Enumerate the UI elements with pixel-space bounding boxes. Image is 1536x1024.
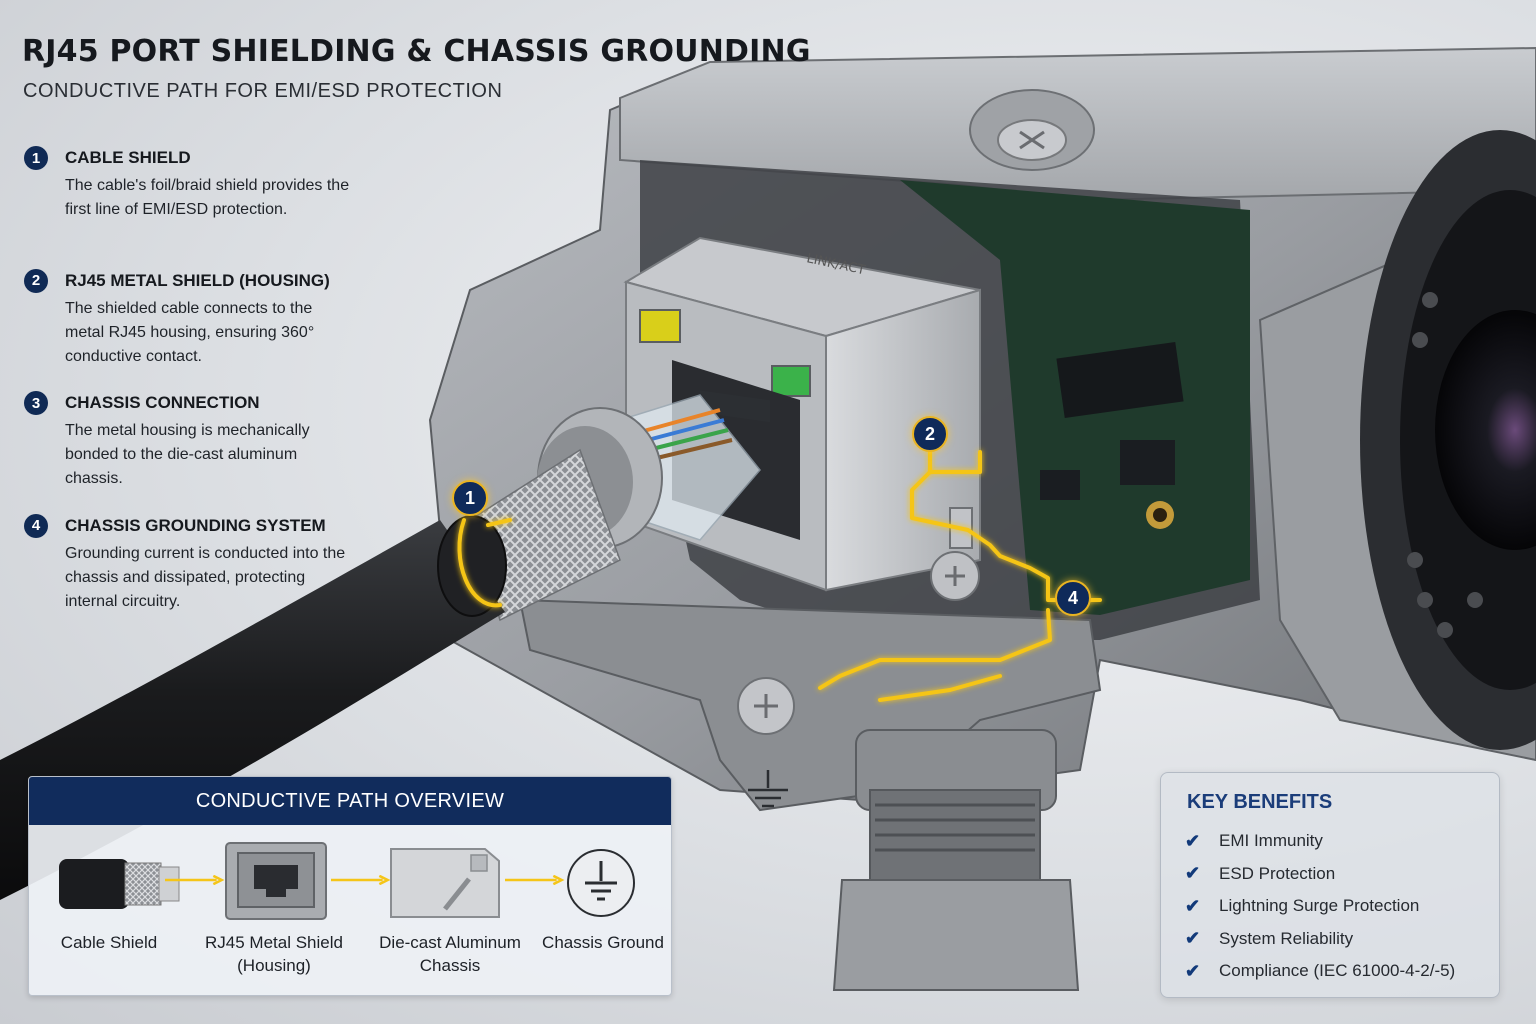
benefit-label: EMI Immunity	[1219, 831, 1323, 851]
page-subtitle: CONDUCTIVE PATH FOR EMI/ESD PROTECTION	[23, 80, 503, 102]
ground-symbol-mark	[748, 770, 788, 808]
overview-node-label: Die-cast Aluminum Chassis	[379, 933, 521, 975]
benefit-label: System Reliability	[1219, 928, 1354, 948]
arrow-right-icon	[165, 875, 225, 885]
checkmark-icon: ✔	[1185, 960, 1201, 981]
step-number-badge: 3	[24, 391, 48, 415]
checkmark-icon: ✔	[1185, 830, 1201, 851]
overview-node-label: RJ45 Metal Shield (Housing)	[205, 933, 343, 975]
callout-badge-1: 1	[452, 480, 488, 516]
ground-symbol-icon	[567, 849, 635, 917]
benefit-item: ✔ Compliance (IEC 61000-4-2/-5)	[1185, 955, 1455, 988]
benefit-item: ✔ EMI Immunity	[1185, 825, 1455, 858]
step-item: 1 CABLE SHIELD The cable's foil/braid sh…	[24, 144, 354, 267]
chassis-block-icon	[390, 848, 500, 918]
benefit-item: ✔ Lightning Surge Protection	[1185, 890, 1455, 923]
checkmark-icon: ✔	[1185, 928, 1201, 949]
callout-badge-2: 2	[912, 416, 948, 452]
benefit-label: Compliance (IEC 61000-4-2/-5)	[1219, 961, 1456, 981]
overview-node-label: Chassis Ground	[542, 933, 664, 952]
benefit-label: ESD Protection	[1219, 863, 1336, 883]
step-number-badge: 1	[24, 146, 48, 170]
step-description: Grounding current is conducted into the …	[65, 544, 346, 610]
benefit-item: ✔ ESD Protection	[1185, 858, 1455, 891]
checkmark-icon: ✔	[1185, 895, 1201, 916]
benefits-title: KEY BENEFITS	[1187, 791, 1333, 813]
steps-list: 1 CABLE SHIELD The cable's foil/braid sh…	[24, 144, 354, 634]
step-number-badge: 4	[24, 513, 48, 538]
benefit-label: Lightning Surge Protection	[1219, 896, 1420, 916]
page-title: RJ45 PORT SHIELDING & CHASSIS GROUNDING	[22, 34, 811, 69]
step-title: CHASSIS GROUNDING SYSTEM	[65, 515, 326, 535]
step-number-badge: 2	[24, 268, 48, 293]
benefits-list: ✔ EMI Immunity ✔ ESD Protection ✔ Lightning…	[1185, 825, 1455, 988]
key-benefits-panel: KEY BENEFITS ✔ EMI Immunity ✔ ESD Protecti…	[1160, 772, 1500, 998]
step-item: 2 RJ45 METAL SHIELD (HOUSING) The shield…	[24, 267, 354, 390]
step-title: CHASSIS CONNECTION	[65, 393, 260, 412]
arrow-right-icon	[505, 875, 565, 885]
step-title: CABLE SHIELD	[65, 148, 191, 167]
step-description: The metal housing is mechanically bonded…	[65, 422, 310, 487]
rj45-jack-icon	[225, 842, 327, 920]
overview-heading: CONDUCTIVE PATH OVERVIEW	[29, 777, 671, 825]
step-title: RJ45 METAL SHIELD (HOUSING)	[65, 270, 330, 290]
overview-node-label: Cable Shield	[60, 933, 158, 952]
conductive-path-overview-panel: CONDUCTIVE PATH OVERVIEW Cable Shield RJ…	[28, 776, 672, 996]
arrow-right-icon	[331, 875, 391, 885]
step-description: The shielded cable connects to the metal…	[65, 299, 315, 365]
conductive-path-glow	[457, 448, 1102, 702]
step-description: The cable's foil/braid shield provides t…	[65, 177, 350, 218]
step-item: 4 CHASSIS GROUNDING SYSTEM Grounding cur…	[24, 512, 354, 635]
step-item: 3 CHASSIS CONNECTION The metal housing i…	[24, 389, 354, 512]
callout-badge-4: 4	[1055, 580, 1091, 616]
cable-shield-icon	[59, 859, 180, 909]
checkmark-icon: ✔	[1185, 863, 1201, 884]
benefit-item: ✔ System Reliability	[1185, 923, 1455, 956]
